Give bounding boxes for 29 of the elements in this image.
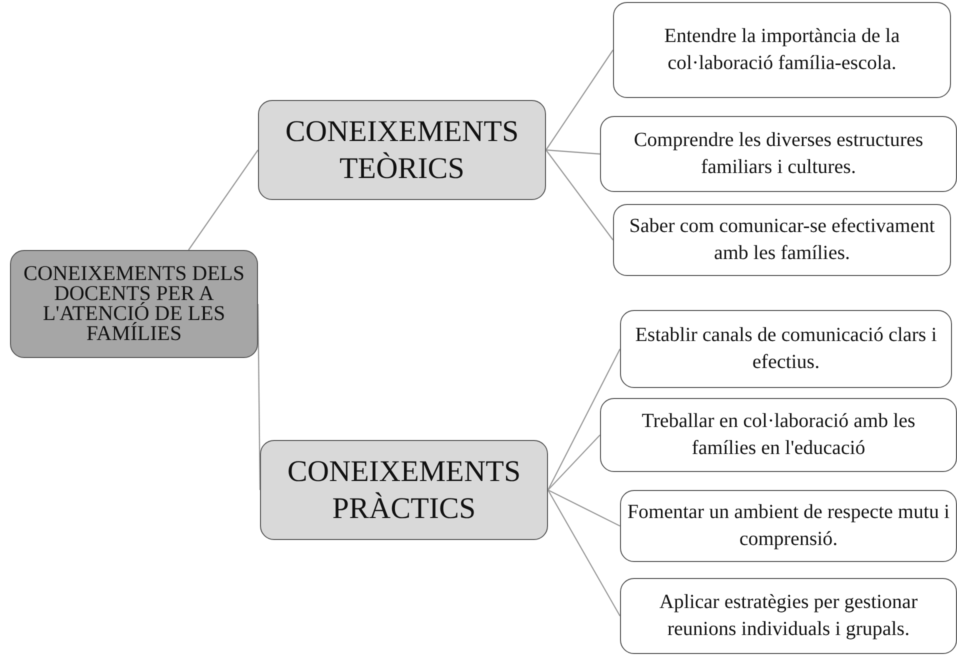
node-text: Aplicar estratègies per gestionar reunions individuals i grupals. (658, 590, 919, 642)
node-text: CONEIXEMENTS PRÀCTICS (286, 454, 522, 527)
leaf-box (613, 204, 951, 276)
leaf-box (620, 578, 957, 654)
connector-line (547, 490, 621, 616)
node-text: Comprendre les diverses estructures familiars i cultures. (632, 128, 924, 180)
leaf-box (600, 116, 957, 192)
node-text: CONEIXEMENTS DELS DOCENTS PER A L'ATENCIÓ DE LES FAMÍLIES (22, 264, 246, 344)
connector-line (547, 348, 621, 490)
leaf-box (620, 310, 952, 388)
node-text: CONEIXEMENTS TEÒRICS (284, 114, 520, 187)
node-text: Fomentar un ambient de respecte mutu i comprensió. (627, 500, 950, 552)
node-text: Entendre la importància de la col·laboració família-escola. (663, 24, 901, 76)
connector-line (548, 434, 600, 490)
leaf-box (613, 2, 951, 98)
connector-line (188, 150, 258, 250)
node-text: Establir canals de comunicació clars i efectius. (634, 323, 938, 375)
connector-line (548, 489, 620, 527)
connector-line (546, 149, 600, 155)
node-text: Treballar en col·laboració amb les famílies en l'educació (640, 409, 916, 461)
connector-line (546, 150, 614, 240)
leaf-box (620, 490, 957, 562)
category-box (258, 100, 546, 200)
leaf-box (600, 398, 957, 472)
root-box (10, 250, 258, 358)
connector-line (546, 50, 614, 150)
connector-line (257, 304, 261, 490)
category-box (260, 440, 548, 540)
node-text: Saber com comunicar-se efectivament amb les famílies. (628, 214, 936, 266)
